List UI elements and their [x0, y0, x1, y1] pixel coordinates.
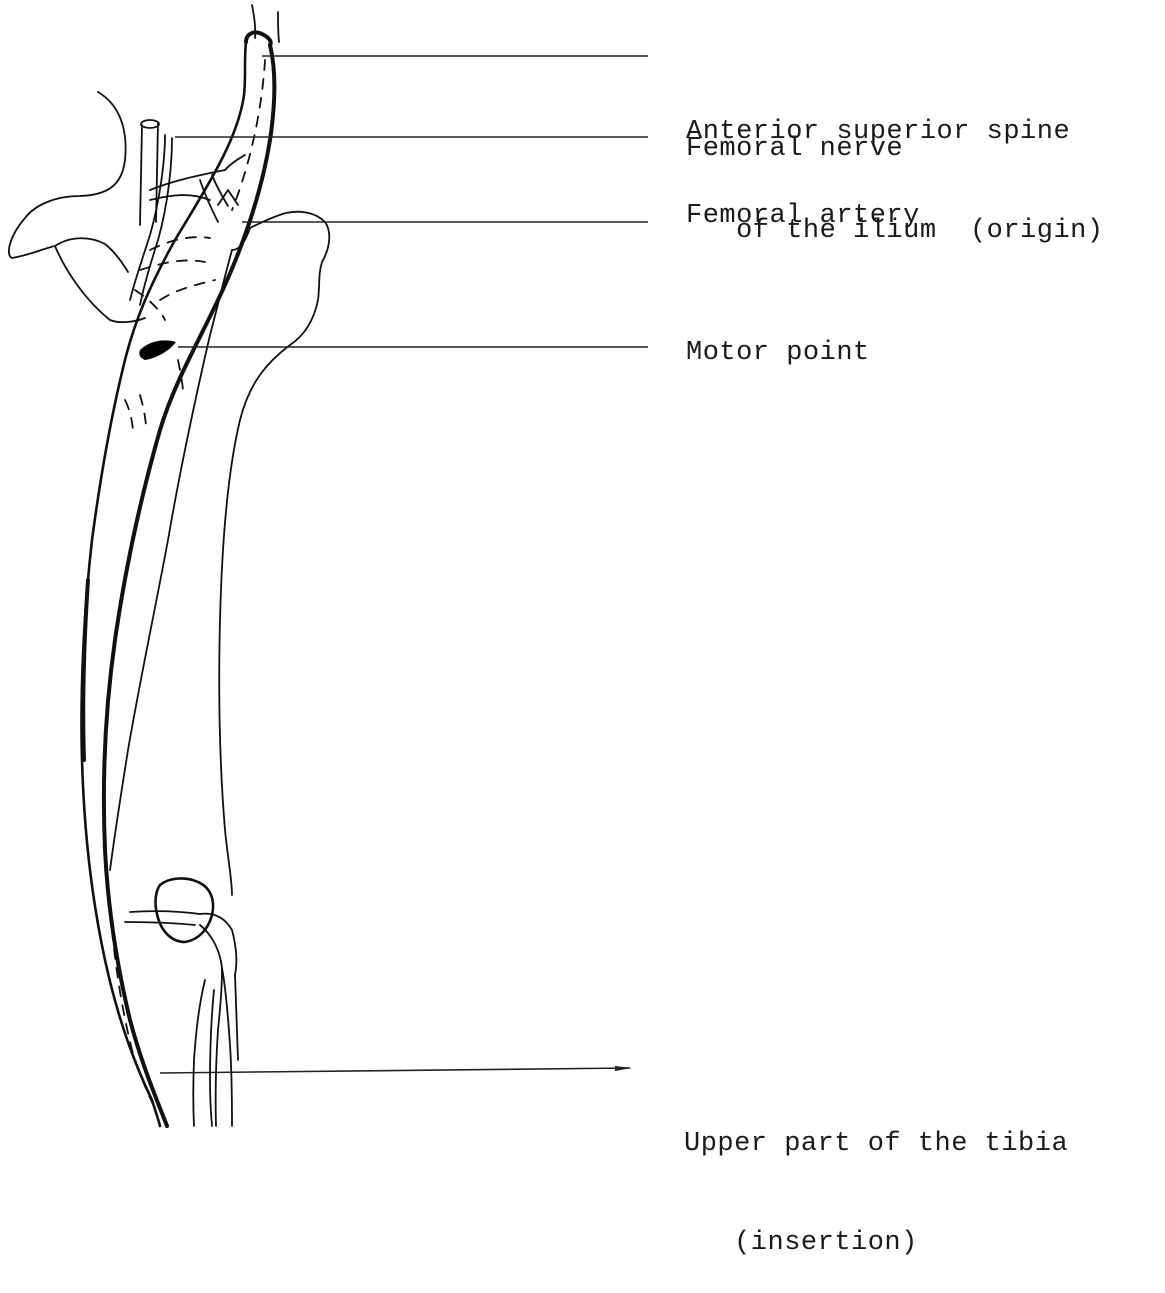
knee-bones	[125, 878, 238, 1126]
femoral-vessels	[125, 120, 245, 430]
label-insertion: Upper part of the tibia (insertion)	[684, 1062, 1068, 1293]
label-insertion-line1: Upper part of the tibia	[684, 1128, 1068, 1161]
sartorius-muscle	[81, 32, 274, 1126]
label-motor-point: Motor point	[686, 337, 870, 370]
label-femoral-artery: Femoral artery	[686, 200, 920, 233]
pelvis-outline	[9, 5, 279, 322]
label-insertion-line2: (insertion)	[684, 1227, 1068, 1260]
label-femoral-nerve: Femoral nerve	[686, 133, 903, 166]
motor-point-marker	[139, 340, 176, 360]
femur-bone	[110, 212, 329, 895]
